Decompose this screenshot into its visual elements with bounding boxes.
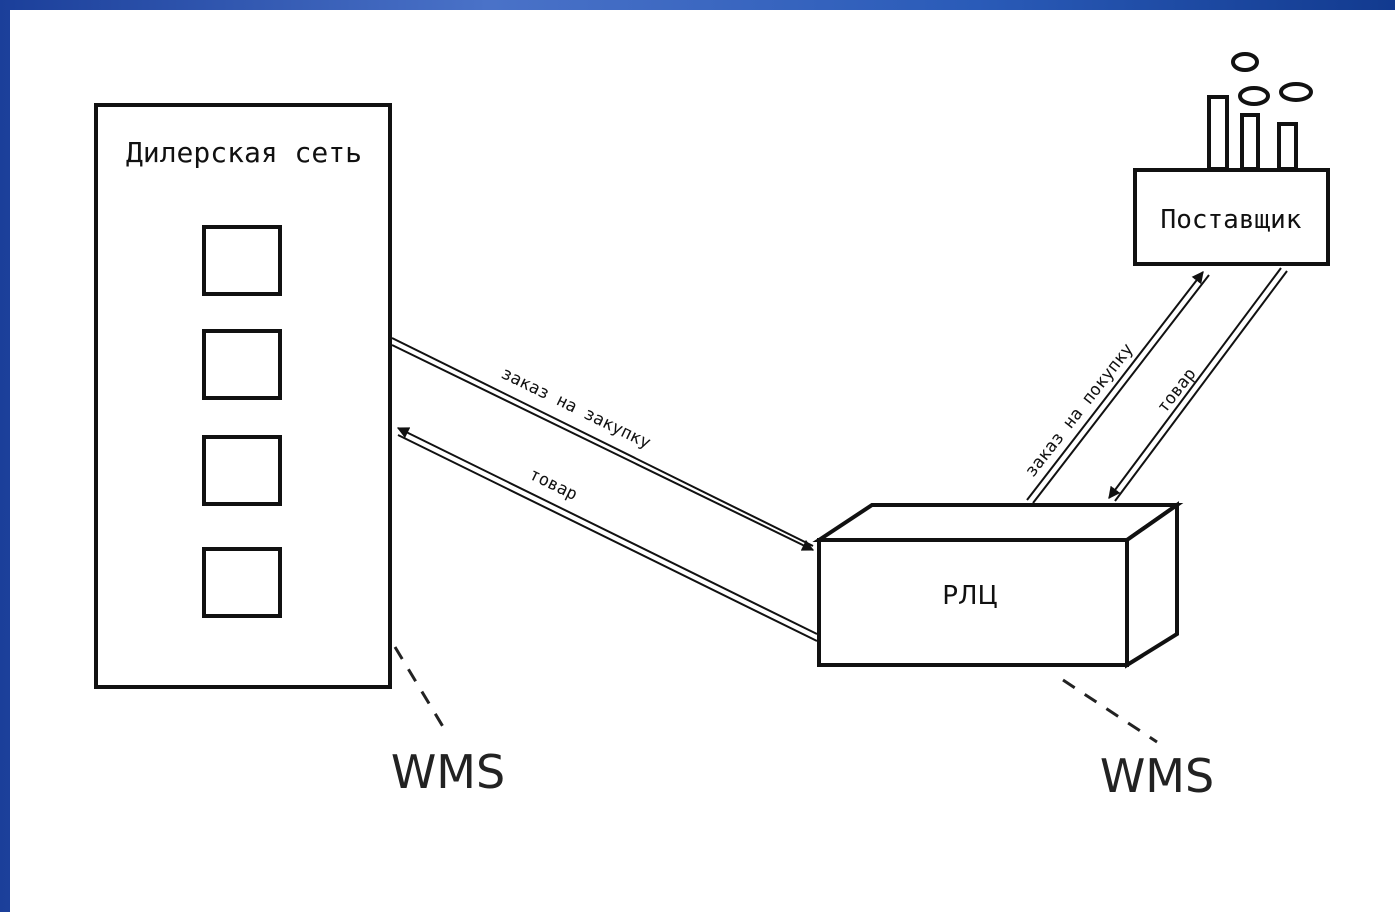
arrow-goods-to-rdc: товар [1108, 267, 1288, 502]
arrow-order-to-rdc: заказ на закупку [391, 337, 815, 551]
rdc-node: РЛЦ [812, 501, 1184, 669]
wms-left-label: WMS [391, 745, 505, 799]
supplier-box [1133, 168, 1330, 266]
rdc-box-front [817, 538, 1129, 667]
arrow-goods-to-dealer: товар [396, 427, 818, 642]
rdc-label: РЛЦ [942, 581, 997, 611]
dealer-store-1 [202, 225, 282, 296]
dealer-store-2 [202, 329, 282, 400]
arrow-goods-to-dealer-label: товар [526, 465, 581, 505]
arrow-goods-to-rdc-label: товар [1153, 364, 1200, 417]
slide-canvas [10, 10, 1395, 912]
factory-icon [1207, 52, 1313, 171]
dealer-network-node: Дилерская сеть [94, 103, 392, 689]
arrow-order-to-supplier-label: заказ на покупку [1021, 340, 1138, 481]
dealer-network-box [94, 103, 392, 689]
wms-right-connector [1062, 678, 1158, 744]
supplier-label: Поставщик [1161, 205, 1302, 235]
rdc-box-top [812, 503, 1184, 542]
wms-right-label: WMS [1100, 749, 1214, 803]
dealer-store-4 [202, 547, 282, 618]
dealer-store-3 [202, 435, 282, 506]
supplier-node: Поставщик [1133, 52, 1330, 266]
wms-left-connector [393, 646, 450, 736]
dealer-network-label: Дилерская сеть [126, 136, 362, 169]
